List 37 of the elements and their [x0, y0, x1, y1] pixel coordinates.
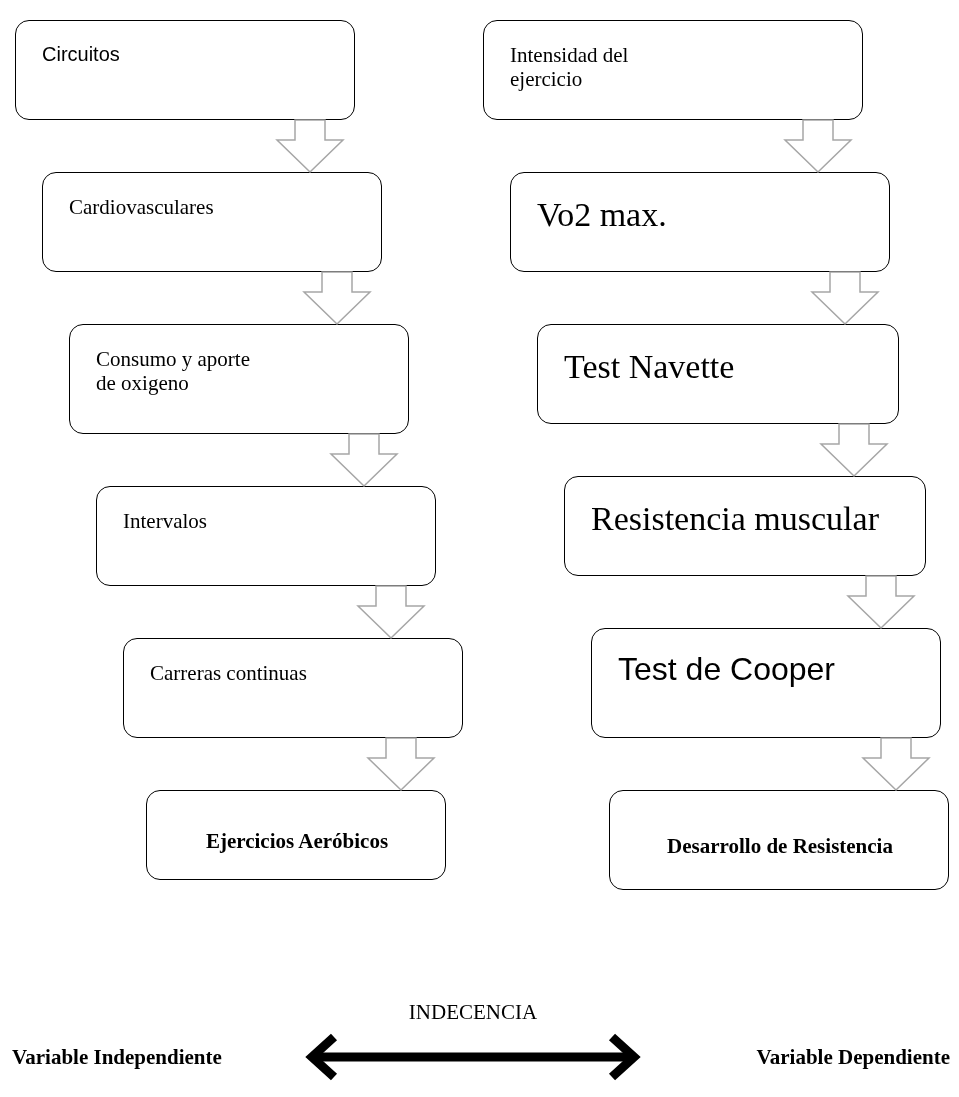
- process-box: [123, 638, 463, 738]
- process-box: [96, 486, 436, 586]
- variable-label: Variable Dependiente: [638, 1040, 950, 1074]
- box-text: Circuitos: [42, 43, 121, 66]
- box-text: Resistencia muscular: [591, 499, 880, 539]
- block-arrow: [810, 271, 880, 326]
- box-text: Test Navette: [564, 347, 736, 387]
- block-arrow: [275, 119, 345, 174]
- process-box: [564, 476, 926, 576]
- box-text: Carreras continuas: [150, 661, 308, 686]
- box-text: Test de Cooper: [618, 651, 836, 688]
- process-box: [69, 324, 409, 434]
- double-arrow: [307, 1032, 639, 1082]
- box-text: Consumo y aporte de oxigeno: [96, 347, 251, 396]
- block-arrow: [329, 433, 399, 488]
- block-arrow: [819, 423, 889, 478]
- variable-label: Variable Independiente: [12, 1040, 308, 1074]
- block-arrow: [861, 737, 931, 792]
- box-text: Desarrollo de Resistencia: [666, 833, 894, 860]
- box-text: Intervalos: [123, 509, 208, 534]
- box-text: Ejercicios Aeróbicos: [204, 828, 390, 855]
- box-text: Vo2 max.: [537, 195, 668, 235]
- process-box: [591, 628, 941, 738]
- process-box: [537, 324, 899, 424]
- block-arrow: [783, 119, 853, 174]
- block-arrow: [366, 737, 436, 792]
- process-box: [42, 172, 382, 272]
- block-arrow: [302, 271, 372, 326]
- block-arrow: [846, 575, 916, 630]
- process-box: [146, 790, 446, 880]
- box-text: Intensidad del ejercicio: [510, 43, 630, 92]
- process-box: [483, 20, 863, 120]
- block-arrow: [356, 585, 426, 640]
- process-box: [510, 172, 890, 272]
- box-text: Cardiovasculares: [69, 195, 215, 220]
- process-box: [609, 790, 949, 890]
- process-box: [15, 20, 355, 120]
